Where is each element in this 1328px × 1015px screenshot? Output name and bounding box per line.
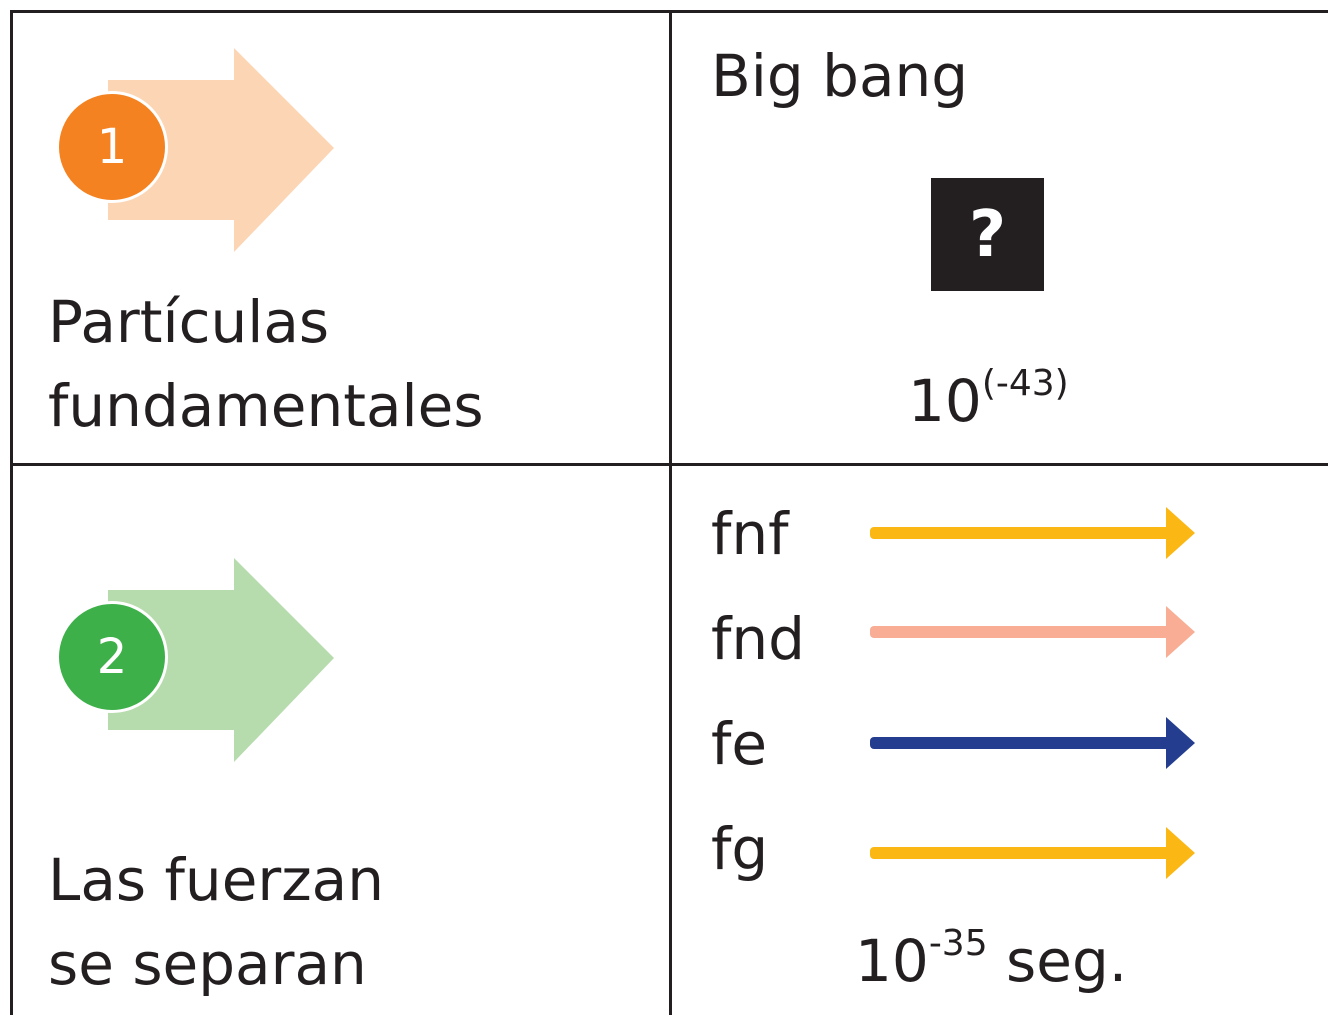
step2-time: 10-35 seg. xyxy=(855,926,1127,991)
step2-time-unit: seg. xyxy=(987,927,1128,995)
question-mark-icon: ? xyxy=(931,178,1044,291)
force-arrow-1 xyxy=(870,606,1195,658)
question-mark: ? xyxy=(968,197,1007,272)
force-label-2: fe xyxy=(711,710,768,778)
step1-time-base: 10 xyxy=(908,367,982,435)
step1-number-badge: 1 xyxy=(56,91,168,203)
step2-time-base: 10 xyxy=(855,927,929,995)
step2-label-line2: se separan xyxy=(48,930,367,998)
step1-block-arrow xyxy=(108,48,334,252)
big-bang-title: Big bang xyxy=(711,42,969,110)
step1-label-line1: Partículas xyxy=(48,288,330,356)
table-divider-vertical xyxy=(669,10,672,1015)
step1-number: 1 xyxy=(96,119,128,175)
step2-block-arrow xyxy=(108,558,334,762)
step1-time: 10(-43) xyxy=(908,366,1069,431)
force-arrow-3 xyxy=(870,827,1195,879)
step1-label-line2: fundamentales xyxy=(48,372,484,440)
step2-number-badge: 2 xyxy=(56,601,168,713)
force-label-0: fnf xyxy=(711,500,789,568)
force-arrow-2 xyxy=(870,717,1195,769)
step2-time-exponent: -35 xyxy=(928,923,988,964)
step2-label-line1: Las fuerzan xyxy=(48,846,384,914)
step2-number: 2 xyxy=(96,629,128,685)
force-label-3: fg xyxy=(711,815,769,883)
table-border-left xyxy=(10,10,13,1015)
table-divider-horizontal xyxy=(10,463,1328,466)
force-arrow-0 xyxy=(870,507,1195,559)
step1-time-exponent: (-43) xyxy=(981,363,1069,404)
force-label-1: fnd xyxy=(711,605,805,673)
